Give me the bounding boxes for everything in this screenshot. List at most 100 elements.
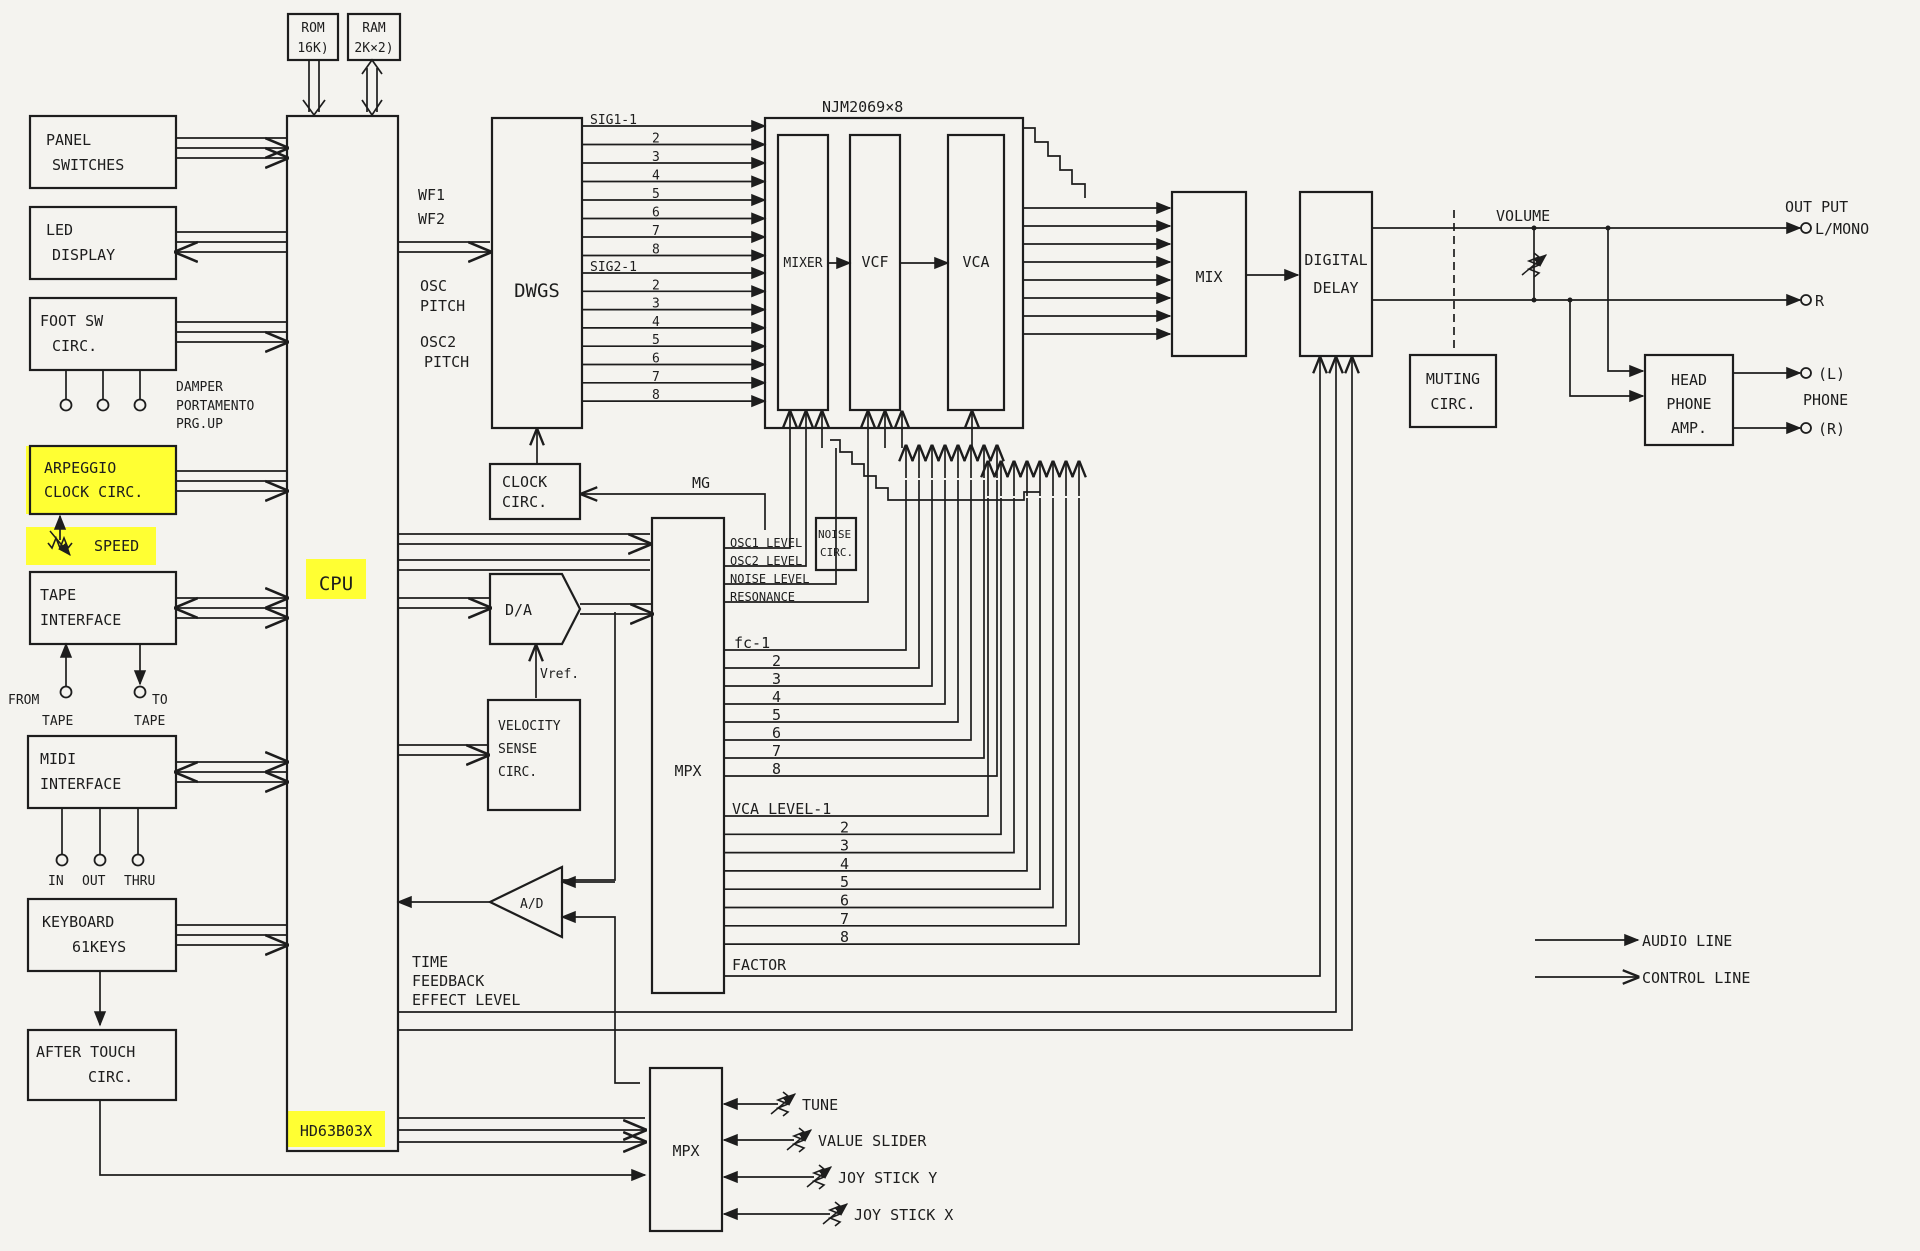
delay-label-2: DELAY [1313,279,1358,297]
vca-level-label: 3 [840,837,849,855]
mpx-level-line [724,448,837,585]
foot-note-portamento: PORTAMENTO [176,399,254,414]
mpx-level-label: OSC1 LEVEL [730,536,802,550]
mpx-level-label: NOISE LEVEL [730,572,809,586]
clock-label-2: CIRC. [502,493,547,511]
head-label-2: PHONE [1666,395,1711,413]
sig-label: 3 [652,150,660,165]
arpeggio-block [28,444,178,516]
clock-box [488,462,582,521]
fc-line [724,480,907,651]
joystick-y-label: JOY STICK Y [838,1169,937,1187]
voice-title: NJM2069×8 [822,98,903,116]
ram-block [346,12,402,62]
phone-label: PHONE [1803,391,1848,409]
cpu-box [285,114,400,1153]
delay-label-1: DIGITAL [1304,251,1367,269]
mix-label: MIX [1195,268,1222,286]
foot-jack-damper [59,398,73,412]
keyboard-label-2: 61KEYS [72,938,126,956]
vca-level-line [724,498,1015,854]
cpu-output-lines: WF1 WF2 OSC PITCH OSC2 PITCH TIME FEEDBA… [396,186,650,1142]
rom-block [286,12,340,62]
highlight-cpu [306,559,366,599]
joystick-x-label: JOY STICK X [854,1206,953,1224]
mpx-main-label: MPX [674,762,701,780]
arp-label-2: CLOCK CIRC. [44,483,143,501]
fc-label: fc-1 [734,634,770,652]
voice-outer-box [763,116,1025,430]
tape-label-2: INTERFACE [40,611,121,629]
vca-level-line [724,498,989,817]
highlight-chip [287,1111,385,1147]
vca-level-line [724,498,1041,891]
velocity-label-2: SENSE [498,742,537,757]
aftertouch-block [26,1028,178,1102]
vca-level-line [724,498,1067,927]
panel-label-1: PANEL [46,131,91,149]
from-tape-jack [59,685,73,699]
volume-junction-bottom [1531,297,1537,303]
vca-level-line [724,498,1054,909]
osc1-pitch-label-2: PITCH [420,297,465,315]
arp-label-1: ARPEGGIO [44,459,116,477]
sig-label: 3 [652,297,660,312]
vca-level-label: 7 [840,910,849,928]
midi-thru-label: THRU [124,874,155,889]
mix-box [1170,190,1248,358]
sig-label: 7 [652,370,660,385]
vca-level-line [724,498,1028,872]
legend-audio-line: AUDIO LINE [1642,932,1732,950]
fc-line [724,480,933,687]
hp-junction-r [1567,297,1573,303]
vca-level-label: VCA LEVEL-1 [732,800,831,818]
vca-box [946,133,1006,412]
factor-label: FACTOR [732,956,787,974]
cpu-chip-label: HD63B03X [300,1122,372,1140]
voice-block: NJM2069×8 MIXER VCF VCA [763,98,1172,501]
cpu-label: CPU [319,573,353,595]
tape-label-1: TAPE [40,586,76,604]
keyboard-label-1: KEYBOARD [42,913,114,931]
feedback-label-2: FEEDBACK [412,972,484,990]
sig-label: 7 [652,224,660,239]
osc2-pitch-label-2: PITCH [424,353,469,371]
ad-block: A/D [487,612,640,1084]
osc1-pitch-label-1: OSC [420,277,447,295]
sig-label: 8 [652,243,660,258]
osc2-pitch-label-1: OSC2 [420,333,456,351]
vca-level-label: 8 [840,928,849,946]
mpx-level-line [724,448,807,567]
head-label-1: HEAD [1671,371,1707,389]
to-tape-label-1: TO [152,693,168,708]
aftertouch-label-2: CIRC. [88,1068,133,1086]
voice-to-mix-lines [1023,201,1172,341]
mpx-main-box [650,516,726,995]
rom-size: 16K) [297,41,328,56]
midi-in-label: IN [48,874,64,889]
muting-circ-box [1408,353,1498,429]
midi-interface-block [26,734,178,810]
panel-switches-block [28,114,178,190]
da-label: D/A [505,601,532,619]
wf2-label: WF2 [418,210,445,228]
keyboard-block [26,897,178,973]
muting-label-1: MUTING [1426,370,1480,388]
sig-label: 6 [652,206,660,221]
foot-label-1: FOOT SW [40,312,104,330]
rom-label: ROM [301,21,325,36]
output-chain: MIX DIGITAL DELAY OUT PUT L/MONO R VOLUM… [398,190,1869,1031]
midi-in-jack [55,853,69,867]
fc-label: 2 [772,652,781,670]
phone-l-jack [1800,367,1812,379]
foot-label-2: CIRC. [52,337,97,355]
sig-label: 4 [652,315,660,330]
output-label: OUT PUT [1785,198,1848,216]
mpx-level-label: OSC2 LEVEL [730,554,802,568]
midi-out-label: OUT [82,874,106,889]
speed-label: SPEED [94,537,139,555]
vcf-label: VCF [861,253,888,271]
led-display-block [28,205,178,281]
muting-label-2: CIRC. [1430,395,1475,413]
